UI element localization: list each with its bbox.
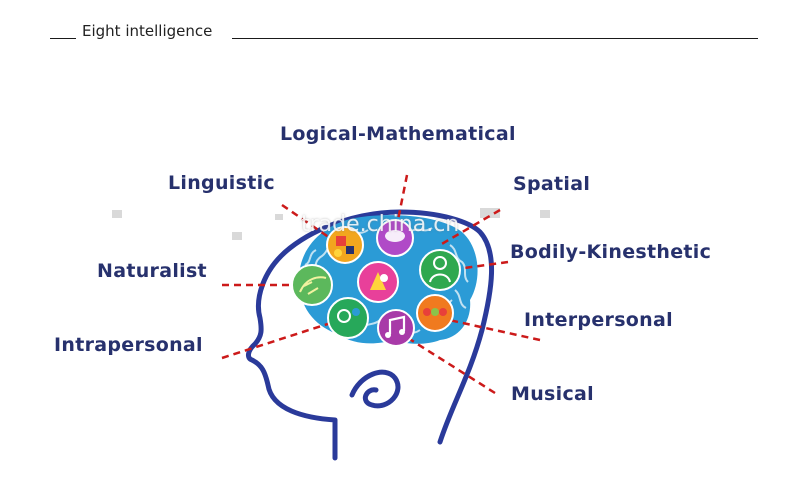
bodily-person-icon <box>419 249 461 291</box>
label-logical-mathematical: Logical-Mathematical <box>280 123 516 145</box>
linguistic-chat-icon <box>376 219 414 257</box>
header-rule-left <box>50 38 76 39</box>
musical-music-note-icon <box>377 309 415 347</box>
interpersonal-group-icon <box>416 294 454 332</box>
header-title: Eight intelligence <box>80 22 215 40</box>
ear-outline <box>349 369 401 409</box>
label-interpersonal: Interpersonal <box>524 309 673 331</box>
connector-linguistic <box>281 203 331 240</box>
label-intrapersonal: Intrapersonal <box>54 334 203 356</box>
logical-puzzle-icon <box>326 226 364 264</box>
head-outline <box>245 209 495 461</box>
label-naturalist: Naturalist <box>97 260 207 282</box>
connector-logical <box>395 174 409 226</box>
label-musical: Musical <box>511 383 594 405</box>
label-bodily-kinesthetic: Bodily-Kinesthetic <box>510 241 712 263</box>
label-linguistic: Linguistic <box>168 172 275 194</box>
background-smudges <box>112 208 550 240</box>
spatial-shapes-icon <box>357 261 399 303</box>
label-spatial: Spatial <box>513 173 591 195</box>
watermark-text: trade.china.cn <box>301 212 460 237</box>
intrapersonal-self-reflection-icon <box>327 297 369 339</box>
connector-interpersonal <box>439 316 541 342</box>
header-rule-right <box>232 38 758 39</box>
connector-musical <box>399 331 496 395</box>
connector-intrapersonal <box>221 318 341 360</box>
naturalist-leaf-icon <box>291 264 333 306</box>
